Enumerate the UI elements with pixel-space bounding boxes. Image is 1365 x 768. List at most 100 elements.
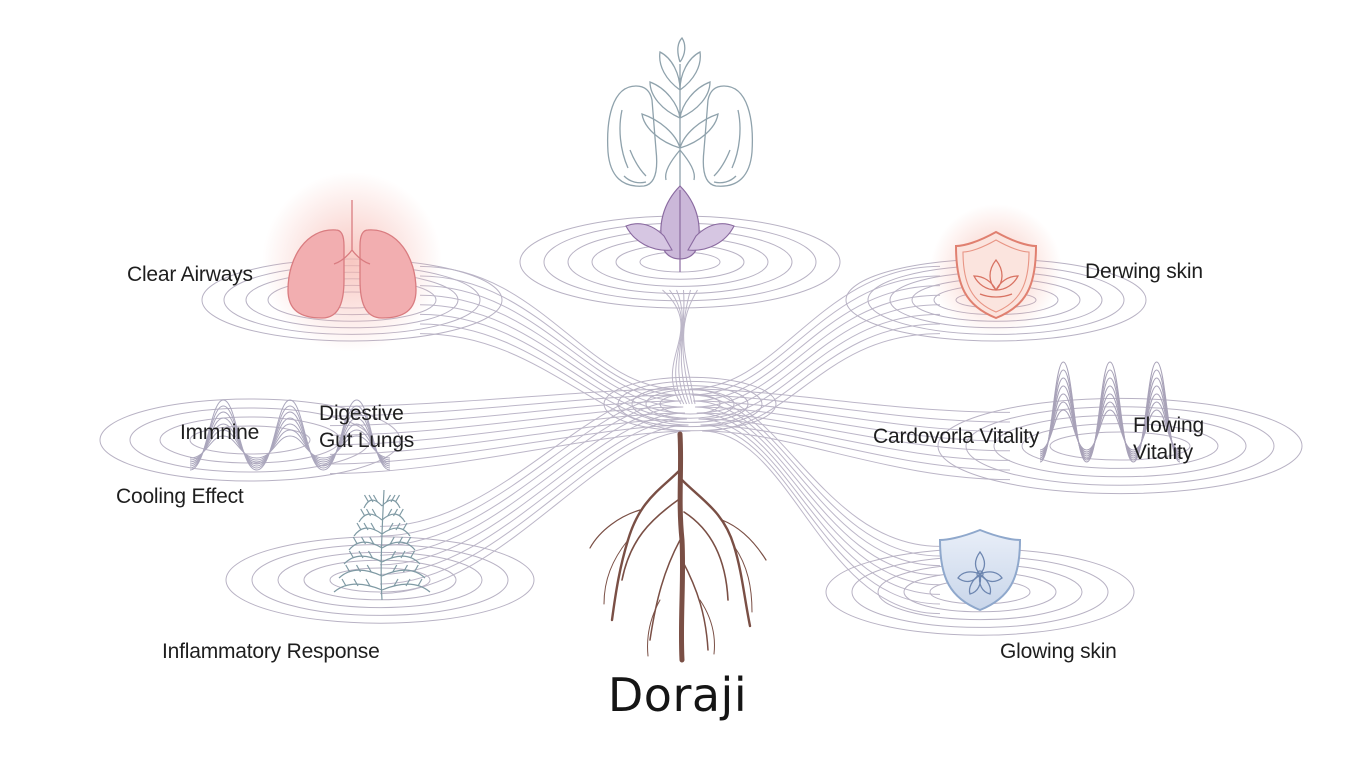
- ripple-ring: [129, 407, 371, 473]
- wave-line: [189, 417, 391, 465]
- fern-leaflet: [341, 578, 347, 587]
- root-strand: [647, 599, 661, 657]
- root-strand: [721, 519, 767, 561]
- wave-line: [189, 435, 391, 459]
- flow-line: [693, 400, 1011, 433]
- ripple-ring: [603, 376, 777, 432]
- fern-leaflet: [392, 564, 398, 573]
- fern-leaflet: [358, 550, 364, 559]
- label-immune: Immnine: [180, 421, 260, 444]
- fern-leaflet: [402, 522, 408, 531]
- fern-frond: [381, 569, 426, 579]
- root-strand: [733, 545, 753, 613]
- fern-leaflet: [365, 578, 371, 587]
- root-strand: [677, 431, 686, 663]
- fern-leaflet: [367, 550, 374, 559]
- fern-frond: [338, 569, 383, 579]
- fern-leaflet: [390, 494, 396, 503]
- ripple-ring: [189, 425, 311, 455]
- flow-line: [689, 388, 1011, 413]
- fern-leaflet: [397, 536, 404, 545]
- ripple-ring: [329, 567, 431, 593]
- fern-frond: [353, 527, 383, 537]
- wave-line: [1039, 377, 1181, 459]
- label-clear-airways: Clear Airways: [127, 263, 253, 286]
- fern-leaflet: [345, 564, 351, 573]
- label-glowing-skin: Glowing skin: [1000, 640, 1117, 663]
- flow-line: [691, 394, 941, 557]
- fern-leaflet: [392, 508, 399, 517]
- flow-line: [419, 275, 680, 396]
- flow-line: [419, 285, 682, 402]
- flow-line: [696, 412, 1011, 452]
- flow-line: [695, 294, 941, 408]
- fern-leaflet: [372, 494, 379, 503]
- flow-line: [702, 430, 1011, 481]
- label-flowing: Flowing: [1133, 414, 1204, 437]
- flow-line: [700, 323, 941, 426]
- wave-line: [1039, 393, 1181, 455]
- wave-line: [1039, 369, 1181, 461]
- root-strand: [589, 509, 641, 549]
- fern-leaflet: [400, 550, 406, 559]
- fern-leaflet: [371, 508, 377, 517]
- root-strand: [681, 559, 709, 651]
- fern-leaflet: [348, 550, 355, 559]
- blue-shield-icon: [938, 528, 1022, 612]
- flow-line: [693, 400, 941, 567]
- red-shield-icon: [930, 204, 1062, 336]
- root-strand: [649, 539, 681, 641]
- flow-line: [689, 265, 941, 390]
- fern-frond: [358, 513, 383, 523]
- fern-frond: [363, 499, 383, 509]
- fern-leaflet: [413, 564, 419, 573]
- diagram-title: Doraji: [607, 668, 748, 722]
- label-inflammatory-response: Inflammatory Response: [162, 640, 380, 663]
- flow-line: [379, 418, 687, 575]
- fern-frond: [343, 555, 383, 565]
- flow-line: [680, 289, 690, 405]
- flow-line: [702, 333, 941, 432]
- fern-leaflet: [417, 578, 423, 587]
- wave-hills-right: [1039, 361, 1181, 463]
- ripple-ring: [659, 393, 721, 415]
- ripple-ring: [1049, 431, 1191, 461]
- fern-leaflet: [363, 494, 370, 503]
- ripple-ring: [99, 398, 401, 482]
- flow-line: [693, 285, 941, 402]
- ripple-ring: [225, 536, 535, 624]
- root-strand: [699, 599, 715, 655]
- fern-leaflet: [356, 522, 362, 531]
- flow-line: [689, 388, 941, 547]
- fern-leaflet: [360, 508, 366, 517]
- fern-leaflet: [353, 578, 359, 587]
- ripple-ring: [617, 380, 763, 428]
- root-strand: [621, 499, 679, 581]
- fern-frond: [381, 541, 416, 551]
- fern-leaflet: [369, 536, 375, 545]
- herb-lungs-icon: [607, 36, 753, 200]
- fern-leaflet: [385, 494, 392, 503]
- flow-line: [695, 406, 941, 576]
- pink-lungs-icon: [262, 172, 442, 352]
- flow-line: [682, 289, 693, 405]
- ripple-ring: [937, 397, 1303, 495]
- fern-frond: [381, 555, 421, 565]
- fern-leaflet: [390, 550, 397, 559]
- flow-line: [702, 430, 941, 615]
- fern-leaflet: [406, 536, 412, 545]
- ripple-ring: [277, 551, 483, 609]
- flow-line: [695, 406, 1011, 442]
- doraji-root: [589, 431, 767, 663]
- fern-frond: [381, 499, 401, 509]
- root-strand: [603, 539, 629, 605]
- root-strand: [610, 468, 682, 622]
- label-cardio-vitality: Cardovorla Vitality: [873, 425, 1040, 448]
- flow-line: [662, 289, 682, 405]
- flow-line: [379, 388, 678, 527]
- fern-leaflet: [395, 522, 401, 531]
- ripple-ring: [303, 559, 457, 601]
- root-strand: [680, 478, 752, 628]
